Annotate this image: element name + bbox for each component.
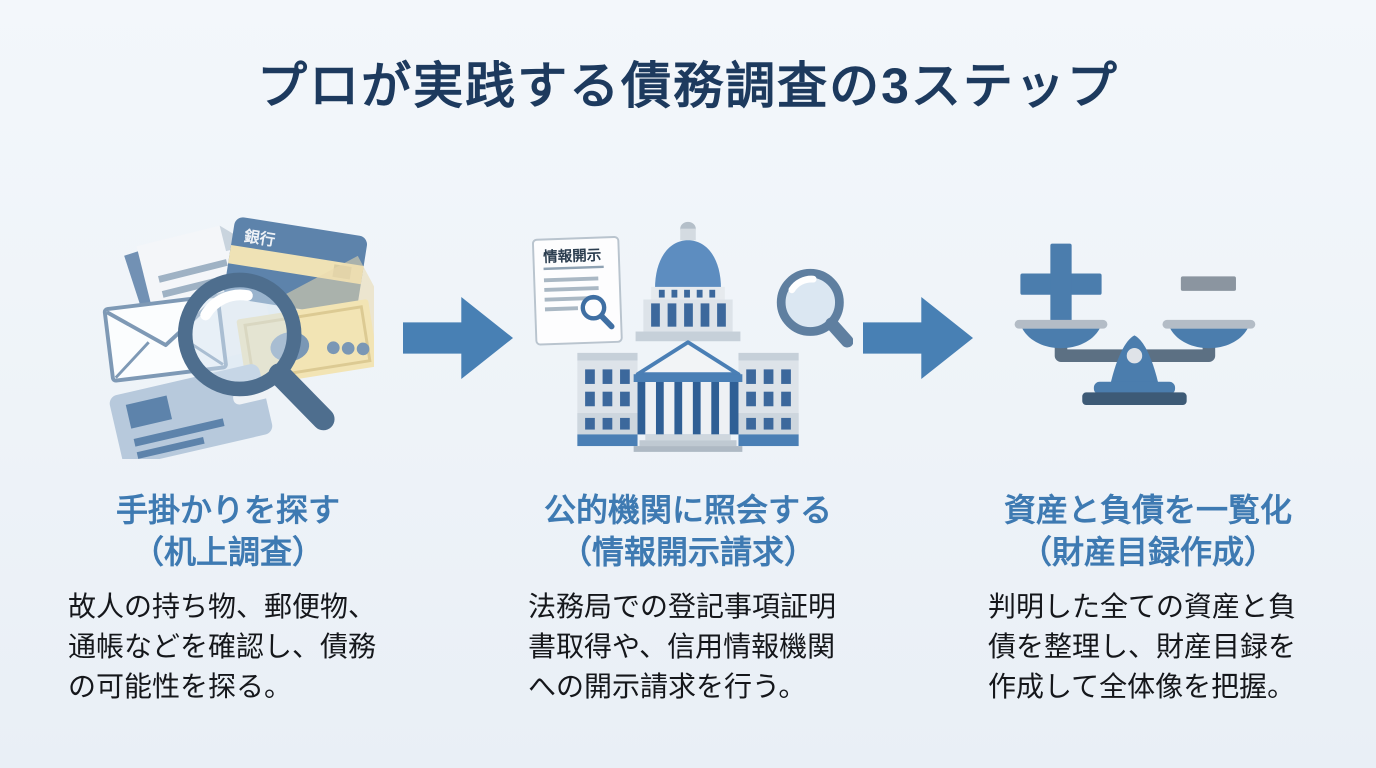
step-3-icon-box <box>993 182 1303 482</box>
step-2-heading-line1: 公的機関に照会する <box>543 492 832 528</box>
scale-pedestal <box>1082 334 1187 405</box>
desk-research-icon: 銀行 <box>102 216 374 459</box>
magnifying-glass-icon <box>776 268 853 348</box>
step-3-heading: 資産と負債を一覧化 （財産目録作成） <box>1004 490 1292 573</box>
minus-icon <box>1180 275 1236 291</box>
step-1-heading-line2: （机上調査） <box>131 533 324 570</box>
step-3: 資産と負債を一覧化 （財産目録作成） 判明した全ての資産と負債を整理し、財産目録… <box>973 182 1323 706</box>
step-2-description: 法務局での登記事項証明書取得や、信用情報機関への開示請求を行う。 <box>528 591 837 702</box>
step-3-heading-line1: 資産と負債を一覧化 <box>1003 492 1292 528</box>
step-2-icon-box: 情報開示 <box>523 182 853 482</box>
arrow-cell-2 <box>863 297 973 379</box>
building-structure <box>577 221 799 452</box>
government-building-icon: 情報開示 <box>532 221 853 452</box>
step-2-heading-line2: （情報開示請求） <box>559 533 816 570</box>
plus-icon <box>1020 243 1102 325</box>
disclosure-document-icon: 情報開示 <box>532 235 623 345</box>
step-1: 銀行 <box>53 182 403 706</box>
arrow-cell-1 <box>403 297 513 379</box>
arrow-right-icon <box>863 297 973 379</box>
disclosure-document-label: 情報開示 <box>543 245 602 265</box>
arrow-right-icon <box>403 297 513 379</box>
page-title: プロが実践する債務調査の3ステップ <box>257 58 1119 114</box>
step-1-description: 故人の持ち物、郵便物、通帳などを確認し、債務の可能性を探る。 <box>68 591 377 702</box>
step-2-heading: 公的機関に照会する （情報開示請求） <box>544 490 832 573</box>
steps-row: 銀行 <box>0 182 1376 706</box>
step-2: 情報開示 <box>513 182 863 706</box>
magnifier-icon <box>177 272 335 430</box>
step-1-heading-line1: 手掛かりを探す <box>115 492 340 528</box>
scale-pan-right <box>1162 319 1256 348</box>
balance-scale-icon <box>1014 243 1256 405</box>
step-3-description: 判明した全ての資産と負債を整理し、財産目録を作成して全体像を把握。 <box>988 591 1297 702</box>
step-1-icon-box: 銀行 <box>82 182 374 482</box>
step-3-heading-line2: （財産目録作成） <box>1019 533 1276 570</box>
scale-pan-left <box>1014 319 1108 348</box>
bank-card-label: 銀行 <box>243 226 277 250</box>
step-1-heading: 手掛かりを探す （机上調査） <box>116 490 340 573</box>
